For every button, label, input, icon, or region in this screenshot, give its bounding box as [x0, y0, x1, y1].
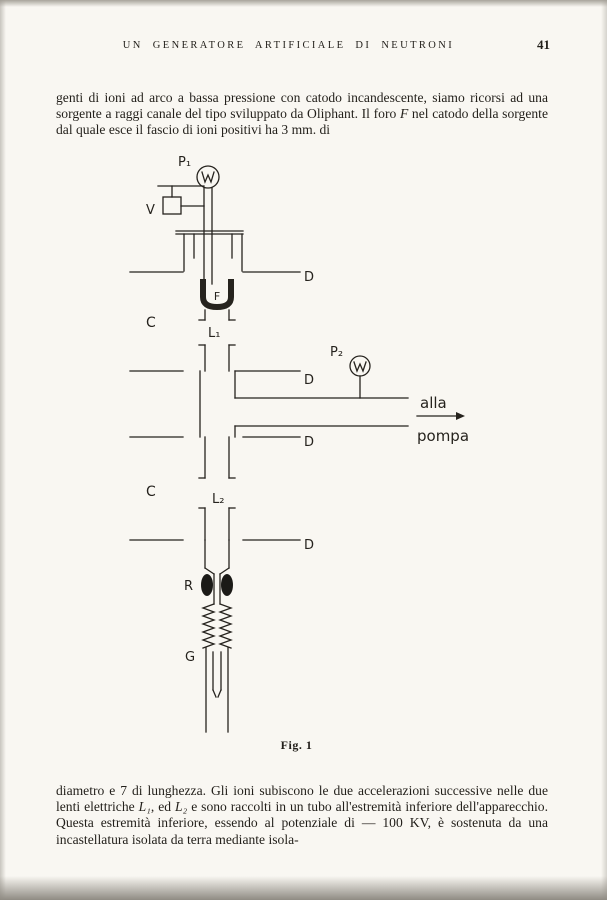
- para1-text-cont: nel catodo della sorgente dal quale esce…: [56, 106, 548, 138]
- apparatus-labels: P₁ V F L₁ C D D P₂ alla pompa D C L₂ D R…: [146, 155, 469, 665]
- scan-edge-right: [601, 0, 607, 900]
- arrow-right-icon: [416, 412, 465, 420]
- body-paragraph-bottom: diametro e 7 di lunghezza. Gli ioni subi…: [56, 783, 548, 849]
- apparatus-linework: [129, 165, 465, 733]
- label-r: R: [184, 579, 193, 594]
- pressure-gauge-p1-icon: [196, 165, 220, 189]
- label-pompa: pompa: [417, 427, 469, 445]
- running-header-title: UN GENERATORE ARTIFICIALE DI NEUTRONI: [122, 40, 455, 51]
- cathode-cup-shape: [200, 279, 234, 311]
- vacuum-seal-r-shape: [201, 574, 233, 596]
- scan-edge-bottom: [0, 876, 607, 900]
- label-p1: P₁: [178, 155, 191, 170]
- label-p2: P₂: [330, 345, 343, 360]
- label-alla: alla: [420, 394, 447, 412]
- label-g: G: [185, 650, 195, 665]
- label-c-upper: C: [146, 315, 156, 331]
- para2-symbol-l1: L₁: [138, 799, 151, 814]
- para2-symbol-l2: L₂: [174, 799, 188, 814]
- body-paragraph-top: genti di ioni ad arco a bassa pressione …: [56, 90, 548, 139]
- label-f: F: [214, 290, 220, 303]
- valve-icon: [157, 185, 205, 215]
- para1-text: genti di ioni ad arco a bassa pressione …: [56, 89, 548, 121]
- pressure-gauge-p2-icon: [349, 355, 371, 399]
- scan-edge-top: [0, 0, 607, 7]
- figure-1-apparatus-diagram: P₁ V F L₁ C D D P₂ alla pompa D C L₂ D R…: [129, 155, 469, 733]
- label-l2: L₂: [212, 492, 224, 507]
- para1-symbol-f: F: [399, 106, 409, 121]
- label-d2: D: [304, 373, 314, 388]
- label-d1: D: [304, 270, 314, 285]
- bellows-g-shape: [201, 603, 233, 649]
- label-v: V: [146, 203, 155, 218]
- label-d3: D: [304, 435, 314, 450]
- label-d4: D: [304, 538, 314, 553]
- page-number: 41: [537, 37, 550, 52]
- figure-caption: Fig. 1: [280, 738, 313, 752]
- para2-text-3: e sono raccolti in un tubo all'estremità…: [56, 799, 548, 847]
- scan-edge-left: [0, 0, 6, 900]
- label-c-lower: C: [146, 484, 156, 500]
- para2-text-1: diametro e 7 di lunghezza. Gli ioni subi…: [56, 782, 548, 814]
- para2-text-2: , ed: [150, 799, 175, 814]
- label-l1: L₁: [208, 326, 220, 341]
